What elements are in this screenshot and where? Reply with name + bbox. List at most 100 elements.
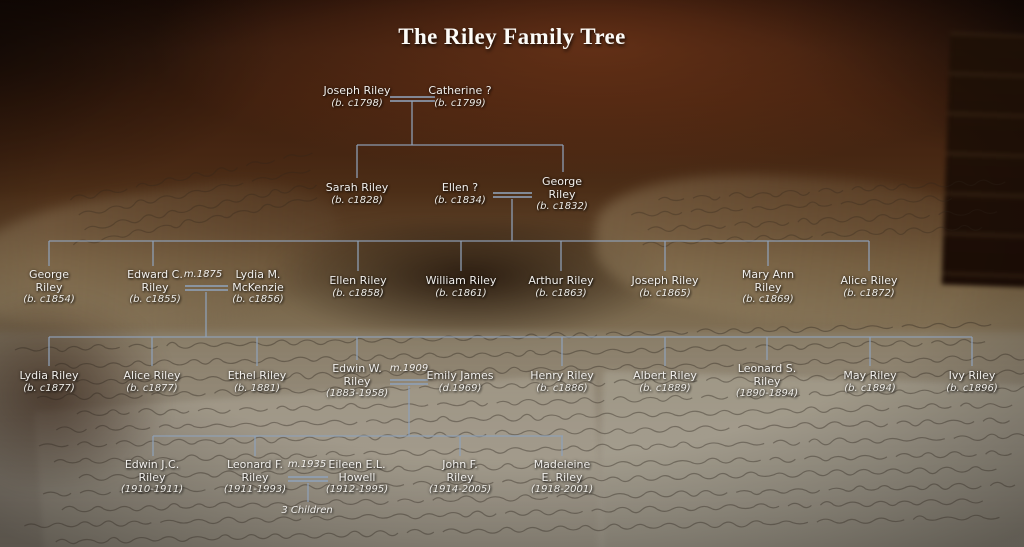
marriage-year-label: m.1935 [287,459,327,470]
person-arthur-riley: Arthur Riley(b. c1863) [528,274,594,300]
person-name: Ellen Riley [329,274,387,287]
children-count-note: 3 Children [281,505,333,516]
person-ethel-riley: Ethel Riley(b. 1881) [227,369,287,395]
person-lydia-riley: Lydia Riley(b. c1877) [19,369,79,395]
person-lydia-m-mckenzie: Lydia M.McKenzie(b. c1856) [232,268,284,306]
person-name: Riley [241,470,269,484]
page-title: The Riley Family Tree [398,24,626,49]
person-leonard-s-riley: Leonard S.Riley(1890-1894) [736,362,798,400]
person-dates: (b. c1889) [639,382,691,394]
person-eileen-el-howell: Eileen E.L.Howell(1912-1995) [325,458,389,496]
person-alice-riley-b1872: Alice Riley(b. c1872) [840,274,898,300]
person-name: Ivy Riley [948,369,996,382]
person-name: Riley [138,470,166,484]
person-william-riley: William Riley(b. c1861) [425,274,497,300]
person-name: Albert Riley [633,369,697,382]
person-name: Leonard S. [737,362,797,375]
person-name: Catherine ? [428,84,492,97]
person-dates: (b. c1896) [946,382,998,394]
person-name: McKenzie [232,280,284,294]
person-name: Lydia Riley [19,369,79,382]
person-albert-riley: Albert Riley(b. c1889) [633,369,697,395]
person-emily-james: Emily James(d.1969) [426,369,494,395]
person-john-f-riley: John F.Riley(1914-2005) [428,458,492,496]
person-leonard-f-riley: Leonard F.Riley(1911-1993) [223,458,287,496]
person-dates: (b. c1886) [536,382,588,394]
person-name: Emily James [426,369,494,382]
person-henry-riley: Henry Riley(b. c1886) [530,369,594,395]
person-dates: (b. c1856) [232,294,284,305]
person-sarah-riley: Sarah Riley(b. c1828) [325,181,389,207]
person-dates: (b. c1869) [742,294,794,305]
person-ellen-riley: Ellen Riley(b. c1858) [329,274,387,300]
marriage-year-label: m.1909 [389,363,429,374]
person-name: Riley [753,374,781,388]
person-name: Riley [548,187,576,201]
person-name: E. Riley [541,470,583,484]
person-dates: (1883-1958) [325,388,389,399]
person-alice-riley-b1877: Alice Riley(b. c1877) [123,369,181,395]
person-name: Henry Riley [530,369,594,382]
person-name: Riley [141,280,169,294]
person-name: Riley [446,470,474,484]
person-name: Lydia M. [235,268,281,281]
person-name: Sarah Riley [325,181,389,194]
marriage-year-label: m.1875 [183,269,223,280]
person-dates: (b. c1799) [434,97,486,109]
person-dates: (b. c1863) [535,287,587,299]
person-name: John F. [442,458,478,471]
person-dates: (b. c1854) [23,294,75,305]
person-dates: (b. c1872) [843,287,895,299]
person-name: Alice Riley [840,274,898,287]
person-dates: (b. c1828) [331,194,383,206]
person-edwin-w-riley: Edwin W.Riley(1883-1958) [325,362,389,400]
person-name: Edwin J.C. [124,458,180,471]
person-name: Ethel Riley [227,369,287,382]
person-name: Edwin W. [332,362,382,375]
person-dates: (1911-1993) [223,484,287,495]
person-dates: (1912-1995) [325,484,389,495]
person-dates: (1910-1911) [120,484,184,495]
person-dates: (1918-2001) [530,484,594,495]
person-name: Ellen ? [441,181,479,194]
person-name: Howell [338,470,376,484]
person-dates: (b. c1855) [129,294,181,305]
person-name: Leonard F. [226,458,283,471]
person-dates: (b. c1894) [844,382,896,394]
person-ellen: Ellen ?(b. c1834) [434,181,485,207]
person-dates: (b. c1877) [23,382,75,394]
person-dates: (d.1969) [438,382,482,394]
person-dates: (1914-2005) [428,484,492,495]
person-name: Alice Riley [123,369,181,382]
person-name: Joseph Riley [323,84,391,97]
person-name: Arthur Riley [528,274,594,287]
person-name: Madeleine [533,458,591,471]
person-joseph-riley-b1798: Joseph Riley(b. c1798) [323,84,391,110]
person-name: Mary Ann [741,268,795,281]
person-edward-c-riley: Edward C.Riley(b. c1855) [127,268,183,306]
person-may-riley: May Riley(b. c1894) [843,369,896,395]
person-dates: (b. 1881) [234,382,280,394]
person-dates: (b. c1798) [331,97,383,109]
person-name: Edward C. [127,268,183,281]
person-name: Riley [35,280,63,294]
person-dates: (b. c1832) [536,201,588,212]
person-name: Eileen E.L. [328,458,386,471]
person-edwin-jc-riley: Edwin J.C.Riley(1910-1911) [120,458,184,496]
person-name: William Riley [425,274,497,287]
person-name: Riley [754,280,782,294]
person-name: Riley [343,374,371,388]
person-dates: (b. c1861) [435,287,487,299]
person-dates: (b. c1865) [639,287,691,299]
person-name: George [28,268,70,281]
person-name: Joseph Riley [631,274,699,287]
person-name: George [541,175,583,188]
person-ivy-riley: Ivy Riley(b. c1896) [946,369,998,395]
person-dates: (b. c1858) [332,287,384,299]
person-dates: (b. c1877) [126,382,178,394]
